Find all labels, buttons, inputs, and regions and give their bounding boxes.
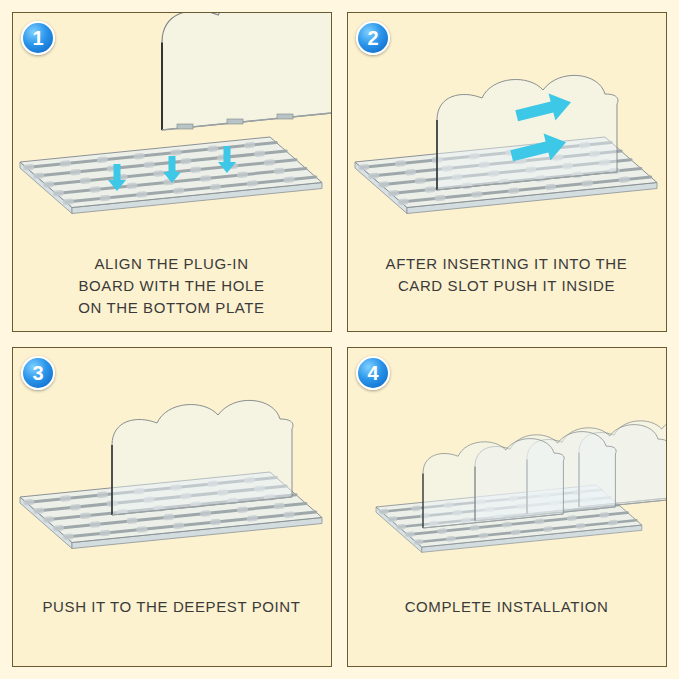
step-illustration (20, 13, 331, 214)
step-caption: AFTER INSERTING IT INTO THE CARD SLOT PU… (372, 253, 642, 297)
bottom-plate (20, 137, 322, 214)
caption-area: AFTER INSERTING IT INTO THE CARD SLOT PU… (372, 253, 642, 297)
panel-ground (12, 347, 332, 667)
step-panel: COMPLETE INSTALLATION 4 (347, 347, 667, 667)
step-number-text: 3 (32, 363, 43, 383)
board-clip (177, 114, 293, 129)
plug-in-board (437, 75, 618, 190)
push-arrow (513, 89, 574, 130)
push-arrow (508, 129, 569, 170)
step-number-text: 2 (367, 28, 378, 48)
plug-in-board (112, 400, 293, 515)
step-number-text: 1 (32, 28, 43, 48)
push-arrow (108, 164, 126, 191)
step-number: 1 (21, 21, 55, 55)
step-number: 2 (356, 21, 390, 55)
step-panel: ALIGN THE PLUG-IN BOARD WITH THE HOLE ON… (12, 12, 332, 332)
step-illustration (376, 418, 666, 553)
step-number-text: 4 (367, 363, 378, 383)
step-illustration (355, 75, 657, 213)
push-arrow (218, 146, 236, 173)
panel-ground (347, 347, 667, 667)
step-caption: PUSH IT TO THE DEEPEST POINT (37, 596, 307, 618)
step-caption: COMPLETE INSTALLATION (372, 596, 642, 618)
step-number: 3 (21, 356, 55, 390)
step-number: 4 (356, 356, 390, 390)
step-caption: ALIGN THE PLUG-IN BOARD WITH THE HOLE ON… (67, 253, 277, 319)
step-panel: PUSH IT TO THE DEEPEST POINT 3 (12, 347, 332, 667)
step-illustration (20, 400, 322, 548)
push-arrow (163, 156, 181, 183)
caption-area: PUSH IT TO THE DEEPEST POINT (37, 596, 307, 618)
plug-in-board (162, 13, 331, 130)
step-panel: AFTER INSERTING IT INTO THE CARD SLOT PU… (347, 12, 667, 332)
caption-area: ALIGN THE PLUG-IN BOARD WITH THE HOLE ON… (67, 253, 277, 319)
panel-ground (347, 12, 667, 332)
caption-area: COMPLETE INSTALLATION (372, 596, 642, 618)
plug-in-board (423, 439, 564, 528)
